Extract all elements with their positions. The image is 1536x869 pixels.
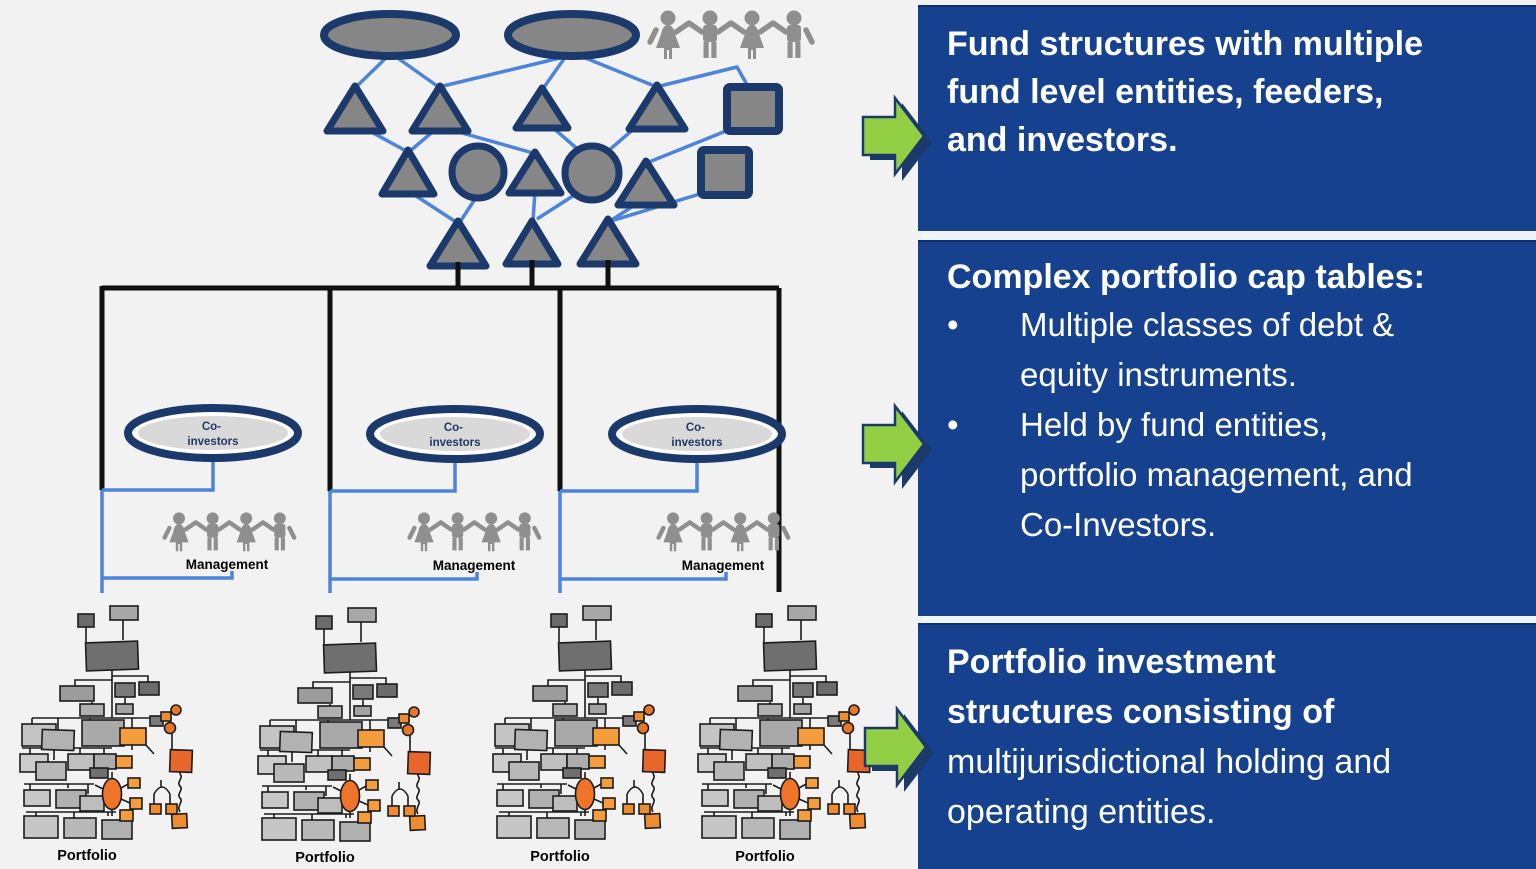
flow-arrow-icon [861,94,932,181]
co-investors-group: Co- investors [608,405,786,463]
portfolio-structure [257,607,432,842]
panel-portfolio-structures-text: Portfolio investment structures consisti… [947,637,1528,837]
co-investors-ellipse-inner [380,417,530,451]
flow-arrow-icon [861,402,932,489]
bullet-marker: • [947,406,959,443]
management-people-icon [410,512,540,551]
panel-divider [918,231,1536,240]
feeder-triangle [378,146,438,198]
feeder-triangle [625,81,689,133]
feeder-triangle [505,148,565,197]
panel-cap-tables-heading: Complex portfolio cap tables: [947,258,1425,296]
management-group: Management [410,512,540,573]
management-group: Management [659,512,789,573]
co-investor-connectors [100,458,728,593]
fund-level-network [320,10,812,270]
portfolio-label: Portfolio [295,850,355,866]
bullet-text: Multiple classes of debt & equity instru… [1020,306,1395,393]
co-investors-ellipse-inner [138,416,288,450]
fund-ellipse [504,10,640,60]
co-investors-label: Co- investors [187,421,238,448]
flow-arrow-icon [863,705,934,792]
panel-divider [918,616,1536,623]
feeder-triangle [512,84,572,132]
bullet-item: • Held by fund entities, portfolio manag… [947,400,1528,550]
feeder-triangle [408,82,472,135]
fund-triangle [502,217,562,268]
portfolio-label: Portfolio [735,849,795,865]
panel-portfolio-normal-text: multijurisdictional holding and operatin… [947,743,1392,831]
portfolio-structure [492,605,667,840]
management-people-icon [659,512,789,551]
holding-tree-lines [99,260,782,592]
fund-circle [448,142,508,202]
bullet-item: • Multiple classes of debt & equity inst… [947,300,1528,400]
management-label: Management [433,558,516,573]
portfolio-label: Portfolio [530,849,590,865]
portfolio-structure [697,605,872,840]
panel-fund-structures-text: Fund structures with multiple fund level… [947,25,1424,159]
management-label: Management [682,558,765,573]
co-investors-label: Co- investors [671,422,722,449]
co-investors-group: Co- investors [124,404,302,462]
investors-people-icon [650,11,812,60]
fund-triangle [426,217,490,270]
panel-cap-tables: Complex portfolio cap tables: • Multiple… [918,240,1536,616]
management-people-icon [165,512,295,551]
fund-square [697,146,753,199]
bullet-text: Held by fund entities, portfolio managem… [1020,406,1413,543]
bullet-marker: • [947,306,959,343]
fund-square [723,83,783,135]
fund-ellipse [320,10,460,60]
fund-triangle [576,215,640,268]
fund-circle [561,142,623,204]
panel-portfolio-bold-text: Portfolio investment structures consisti… [947,643,1335,731]
co-investors-ellipse-inner [622,417,772,451]
portfolio-structure [19,605,194,840]
feeder-triangle [614,157,678,209]
feeder-triangle [323,82,387,135]
management-group: Management [165,512,295,572]
co-investors-label: Co- investors [429,422,480,449]
fund-structure-diagram: Co- investors Co- investors Co- investor… [19,0,872,866]
management-label: Management [186,557,269,572]
panel-fund-structures: Fund structures with multiple fund level… [918,5,1536,231]
co-investors-group: Co- investors [366,405,544,463]
portfolio-label: Portfolio [57,848,117,864]
panel-portfolio-structures: Portfolio investment structures consisti… [918,623,1536,869]
